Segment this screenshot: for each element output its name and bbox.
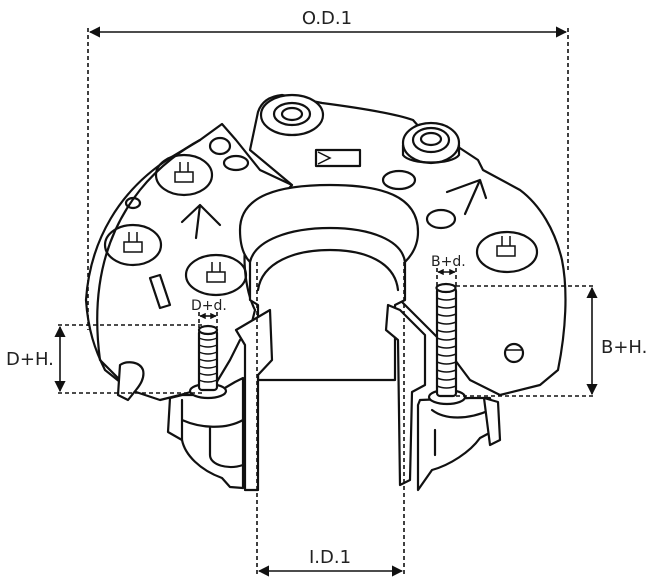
b-bolt (427, 282, 467, 406)
label-inner-diameter: I.D.1 (309, 547, 351, 568)
left-bracket (234, 308, 274, 492)
dimension-b-height: B+H. (456, 285, 647, 397)
holes (124, 136, 525, 364)
dimension-inner-diameter: I.D.1 (256, 262, 405, 577)
diode-pad (154, 153, 214, 197)
right-bracket (384, 303, 427, 487)
dimension-b-diameter: B+d. (431, 254, 466, 288)
label-b-diameter: B+d. (431, 254, 466, 270)
terminal-ring-left (259, 93, 325, 137)
diode-pad (103, 223, 163, 267)
dimension-d-height: D+H. (6, 324, 205, 394)
diode-pads (103, 153, 539, 297)
label-d-diameter: D+d. (191, 298, 227, 314)
label-b-height: B+H. (601, 337, 647, 358)
left-tab (116, 361, 145, 402)
dimension-d-diameter: D+d. (191, 298, 227, 328)
label-d-height: D+H. (6, 349, 54, 370)
terminal-rings (259, 93, 461, 165)
diode-pad (475, 230, 539, 274)
dimension-outer-diameter: O.D.1 (87, 8, 569, 330)
slot-marking (148, 273, 172, 310)
diode-pad (184, 253, 248, 297)
arrow-markings (148, 178, 488, 310)
label-outer-diameter: O.D.1 (302, 8, 352, 29)
d-bolt (188, 324, 228, 400)
rectifier-body (84, 93, 567, 492)
